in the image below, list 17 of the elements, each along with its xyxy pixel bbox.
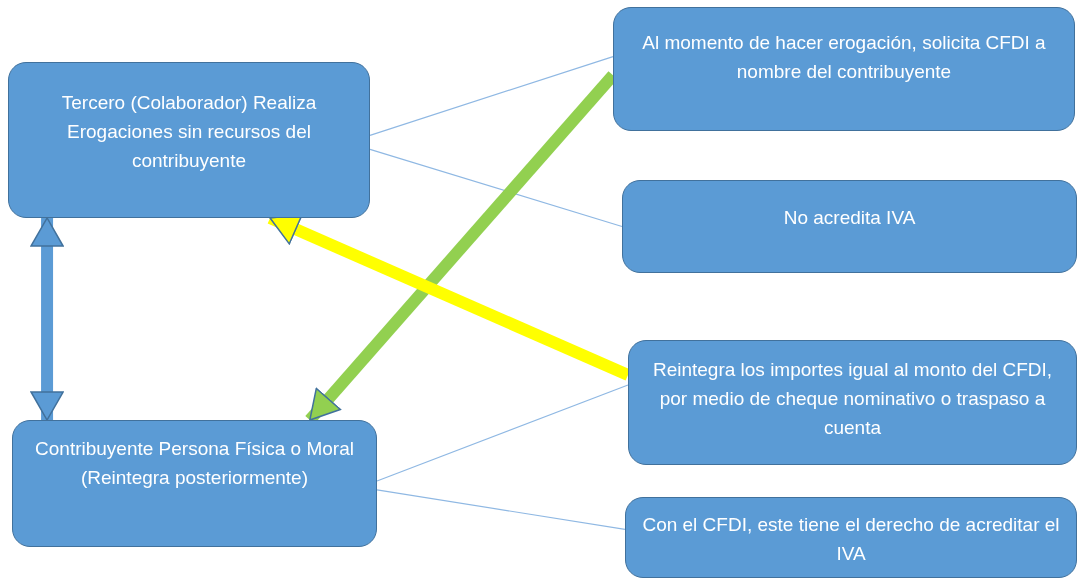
box-text: Al momento de hacer erogación, solicita CFDI a nombre del contribuyente [641, 31, 1047, 84]
box-text: Contribuyente Persona Física o Moral (Reintegra posteriormente) [34, 437, 355, 490]
box-text: No acredita IVA [782, 206, 917, 230]
connector-line [369, 148, 623, 228]
process-box [613, 7, 1075, 131]
connector-line [376, 489, 626, 530]
process-box [628, 340, 1077, 465]
connector-line [369, 56, 614, 136]
process-box [625, 497, 1077, 578]
process-box [622, 180, 1077, 273]
process-box [12, 420, 377, 547]
block-arrow [30, 217, 64, 421]
process-box [8, 62, 370, 218]
box-text: Reintegra los importes igual al monto del CFDI, por medio de cheque nominativo o traspaso a cuenta [651, 358, 1054, 440]
connector-line [376, 384, 629, 482]
box-text: Tercero (Colaborador) Realiza Erogaciones sin recursos del contribuyente [60, 91, 318, 173]
box-text: Con el CFDI, este tiene el derecho de acreditar el IVA [641, 513, 1061, 566]
